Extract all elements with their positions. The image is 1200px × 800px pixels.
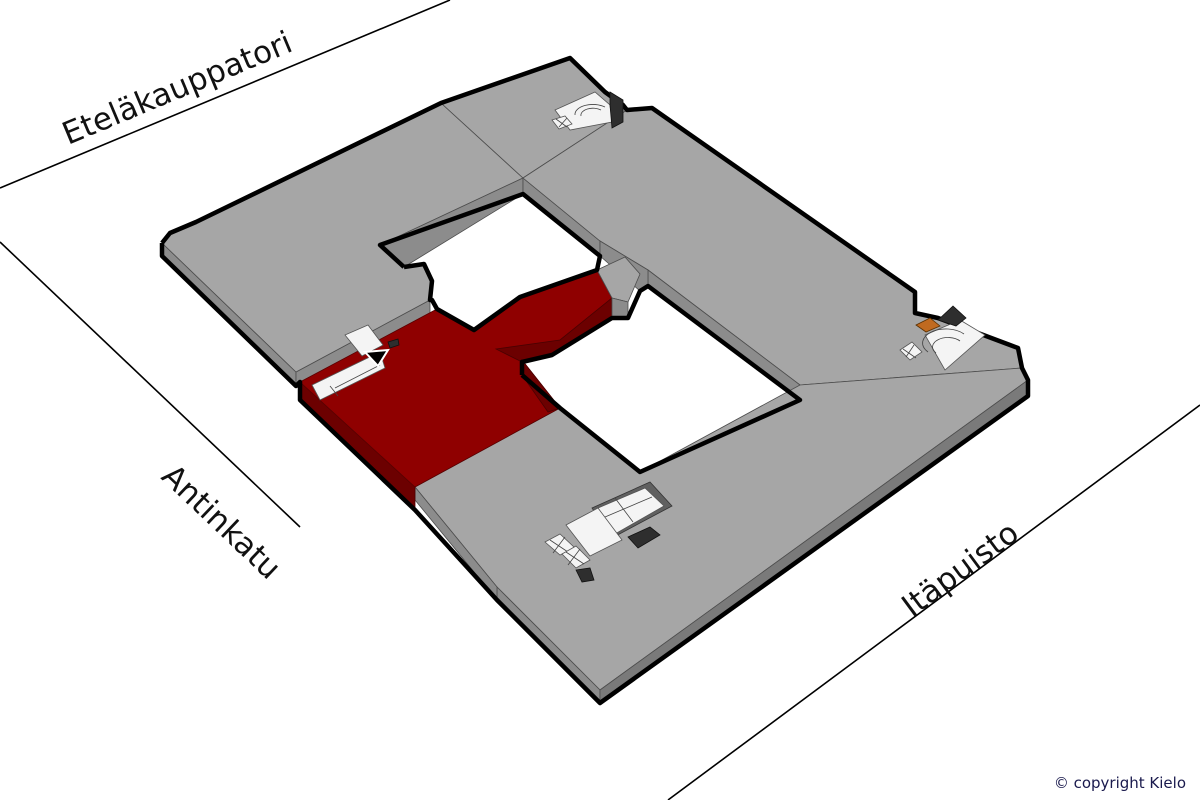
street-label-itapuisto: Itäpuisto: [895, 515, 1025, 625]
street-line-etelakauppatori: [0, 0, 451, 189]
highlighted-area: [299, 269, 613, 511]
street-line-itapuisto: [667, 404, 1200, 800]
stairwell-south: [544, 481, 673, 583]
entrance[interactable]: [311, 324, 400, 401]
stairwell-east: [899, 305, 986, 371]
copyright-notice: © copyright Kielo: [1053, 774, 1186, 792]
elevator-icon: [561, 545, 591, 569]
building: [159, 55, 1031, 706]
stairwell-north: [551, 91, 624, 131]
building-outline: [159, 55, 1031, 706]
street-label-antinkatu: Antinkatu: [154, 458, 287, 587]
street-line-antinkatu: [0, 241, 301, 528]
street-label-etelakauppatori: Eteläkauppatori: [57, 25, 297, 153]
entrance-arrow-icon: [362, 348, 390, 368]
